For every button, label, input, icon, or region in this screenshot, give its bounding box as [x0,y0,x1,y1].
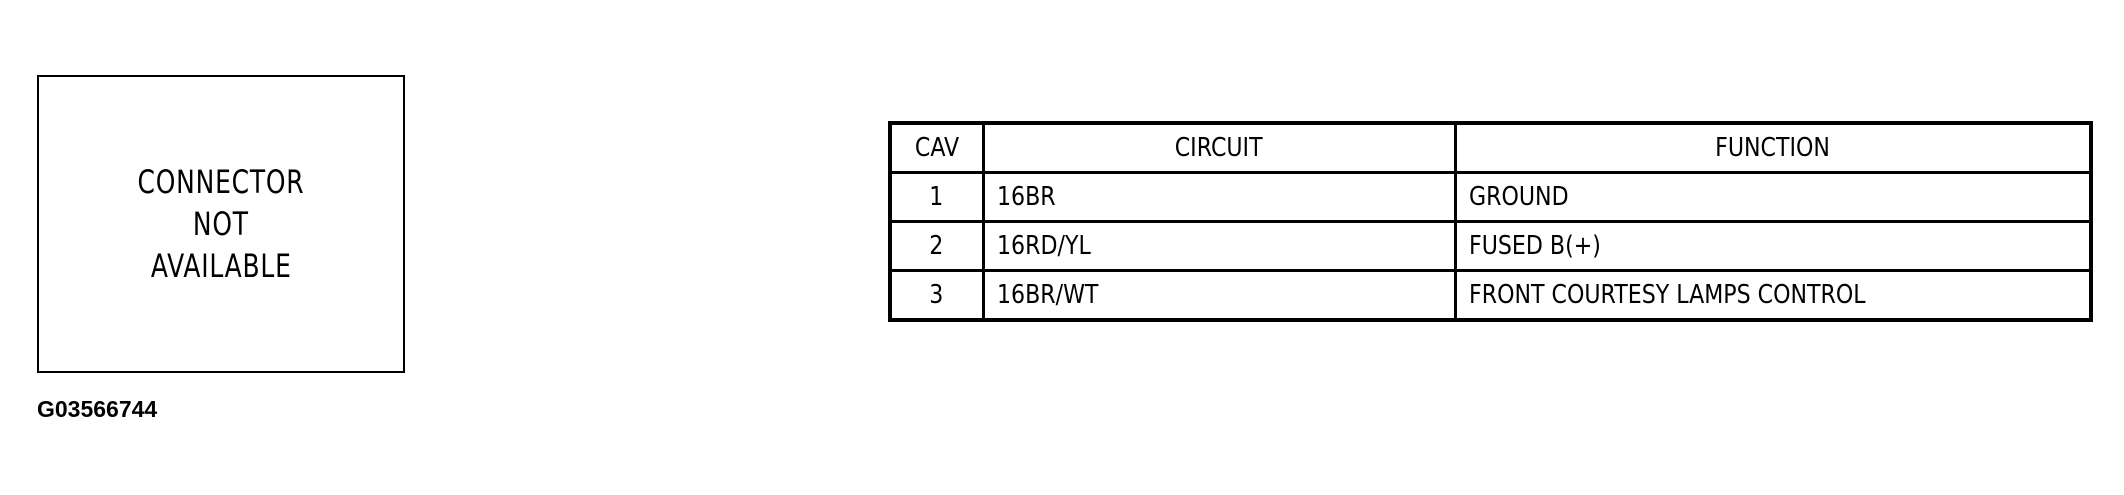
header-cav: CAV [888,121,985,174]
header-function: FUNCTION [1453,121,2093,174]
cell-circuit: 16BR [981,171,1457,223]
table-row: 3 16BR/WT FRONT COURTESY LAMPS CONTROL [888,269,2093,322]
cell-cav: 3 [888,269,985,322]
connector-text-line: AVAILABLE [150,247,292,285]
cell-circuit: 16BR/WT [981,269,1457,322]
cell-cav: 1 [888,171,985,223]
connector-placeholder-box: CONNECTOR NOT AVAILABLE [37,75,405,373]
header-circuit: CIRCUIT [981,121,1457,174]
table-row: 2 16RD/YL FUSED B(+) [888,220,2093,272]
cell-cav: 2 [888,220,985,272]
cell-function: FRONT COURTESY LAMPS CONTROL [1453,269,2093,322]
table-header-row: CAV CIRCUIT FUNCTION [888,121,2093,174]
connector-text-line: CONNECTOR [137,163,305,201]
cell-circuit: 16RD/YL [981,220,1457,272]
cell-function: FUSED B(+) [1453,220,2093,272]
table-row: 1 16BR GROUND [888,171,2093,223]
figure-id-label: G03566744 [37,396,158,422]
connector-pinout-table: CAV CIRCUIT FUNCTION 1 16BR GROUND 2 16R… [888,121,2093,322]
connector-text-line: NOT [193,205,249,243]
cell-function: GROUND [1453,171,2093,223]
